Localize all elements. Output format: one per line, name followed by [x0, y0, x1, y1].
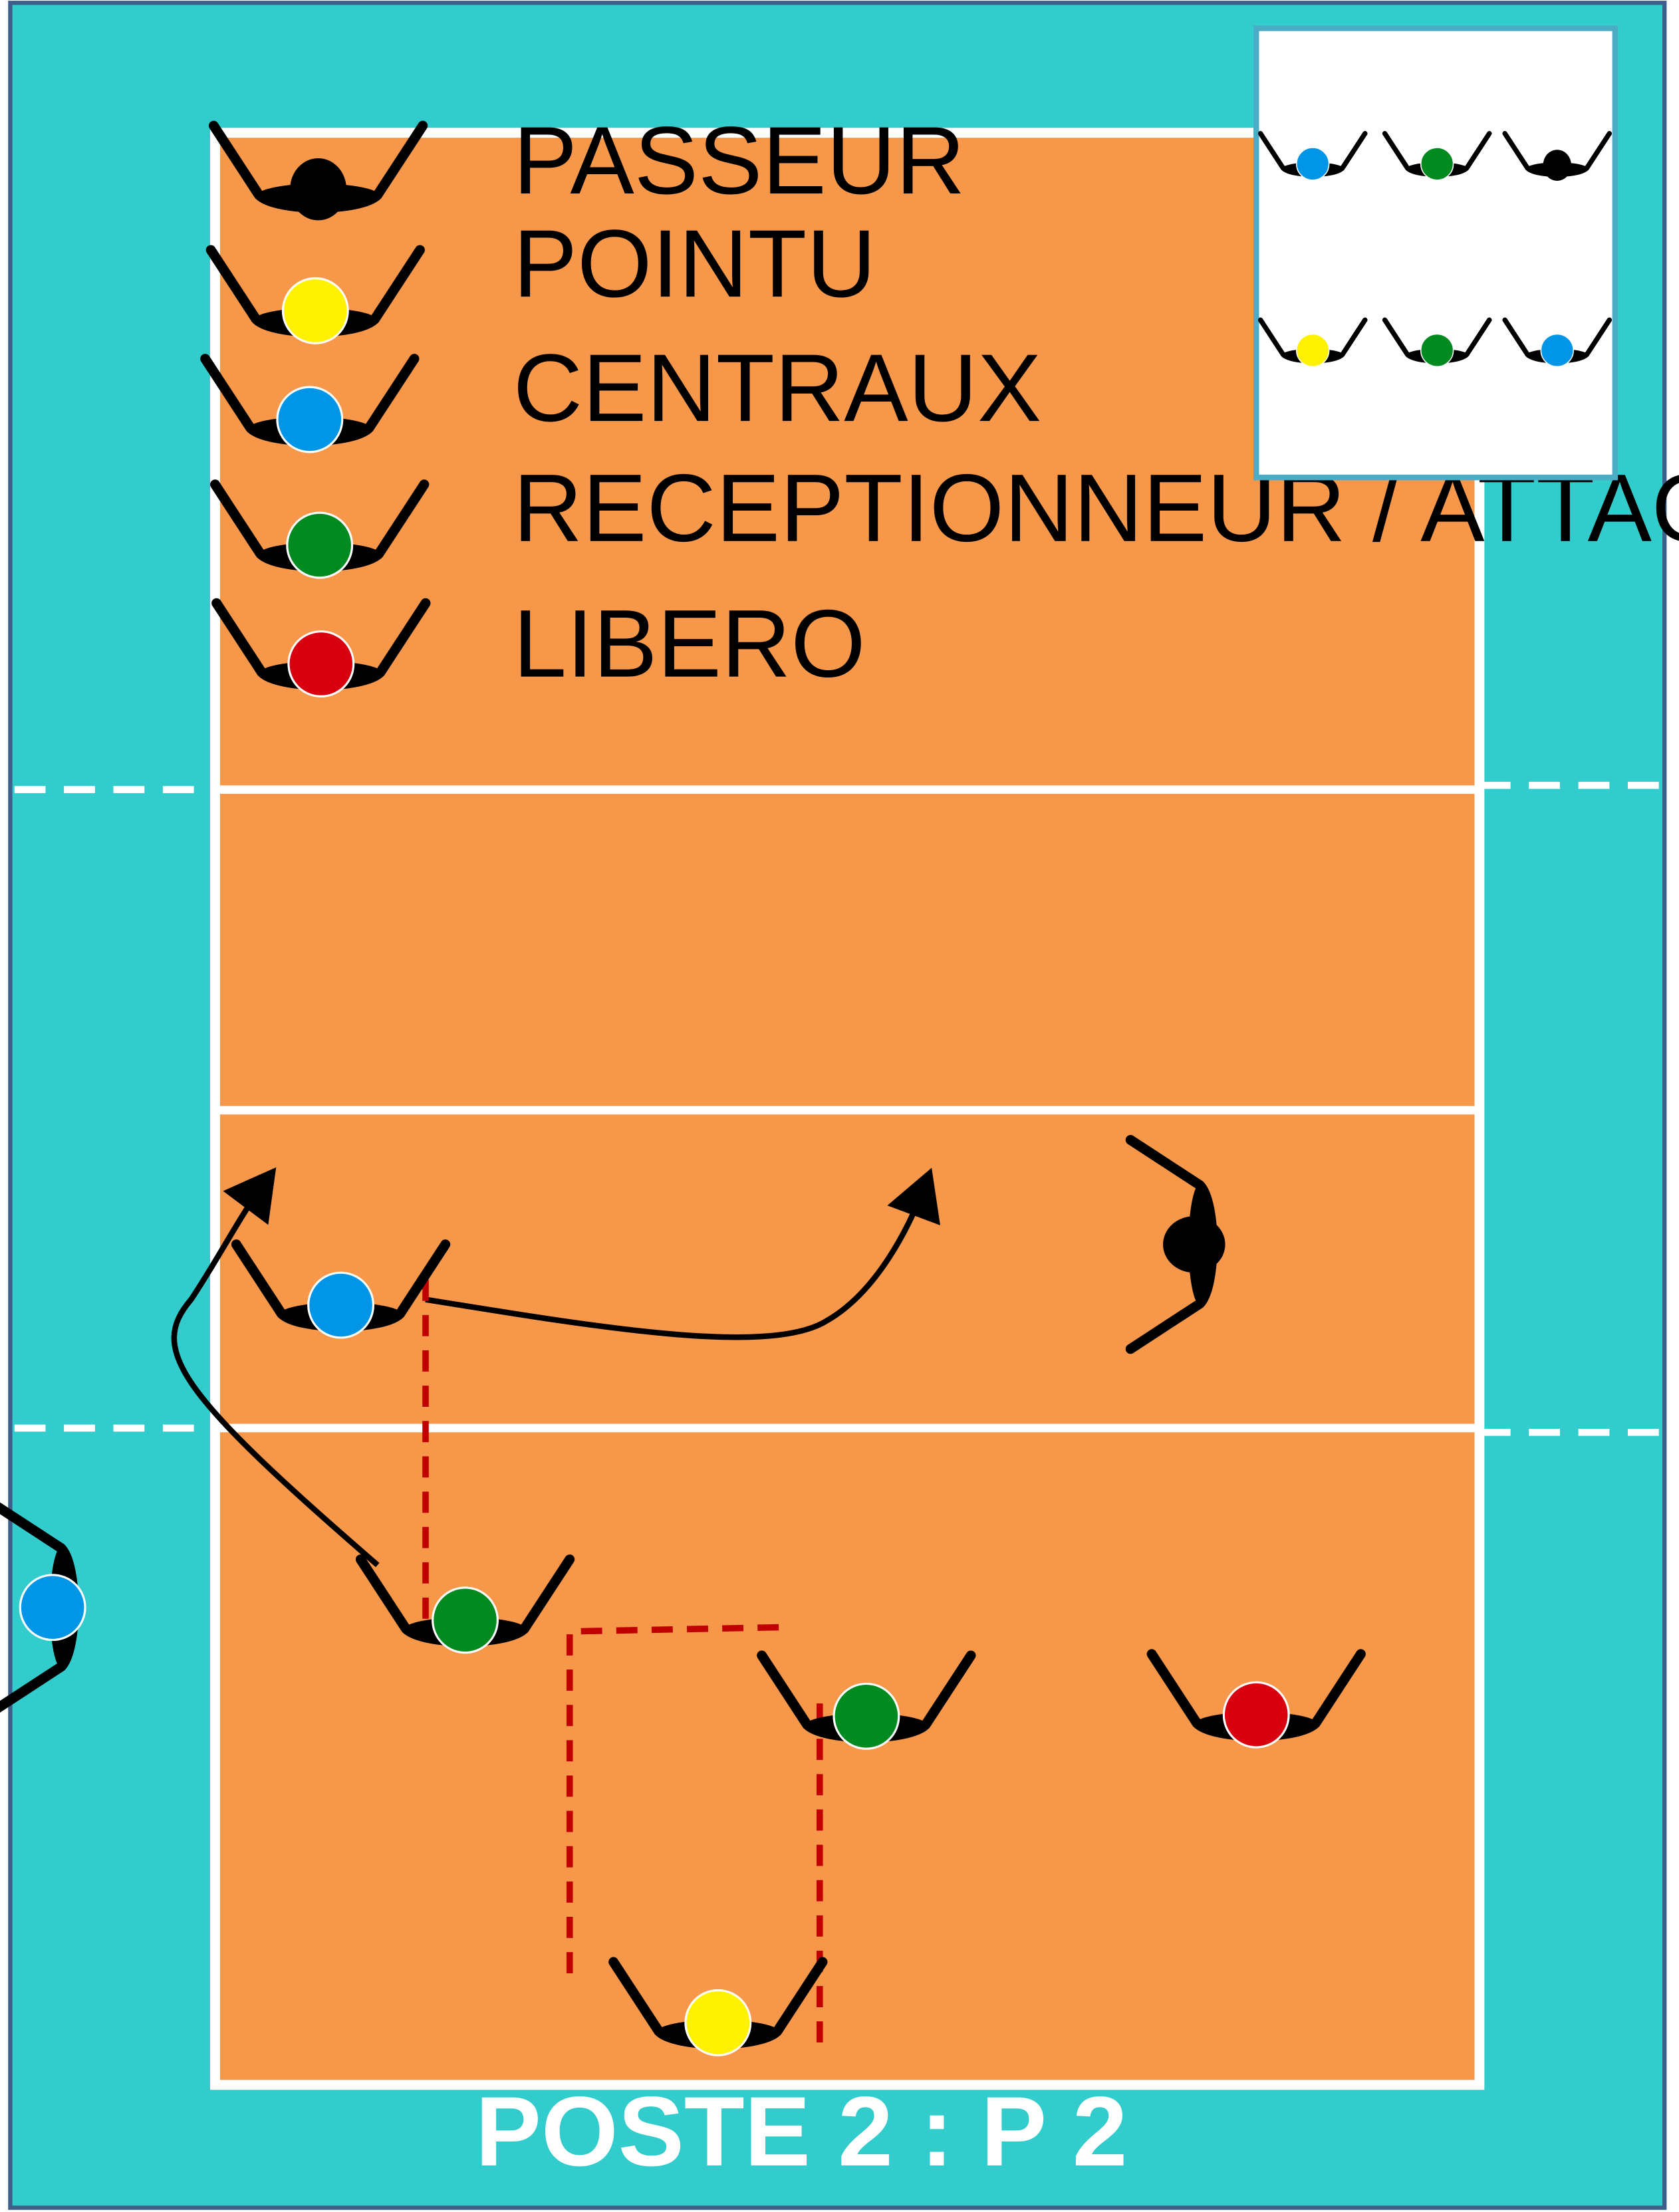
inset-back-row-centraux-icon — [1502, 317, 1613, 368]
player-head — [1163, 1216, 1226, 1273]
footer-label: POSTE 2 : P 2 — [475, 2076, 1128, 2187]
legend-item-libero: LIBERO — [211, 590, 866, 697]
legend-item-centraux: CENTRAUX — [200, 334, 1042, 453]
player-head — [1543, 150, 1572, 181]
inset-back-row-pointu-icon — [1257, 317, 1368, 368]
movement-arrow-back-left-to-front — [171, 1167, 380, 1568]
legend-pointu-player-icon — [205, 245, 425, 344]
legend-centraux-player-icon — [200, 354, 420, 453]
legend-label-libero: LIBERO — [513, 590, 866, 697]
player-head — [432, 1586, 499, 1654]
legend-item-pointu: POINTU — [205, 209, 876, 344]
court-player-libero-6 — [1146, 1649, 1366, 1749]
player-head — [684, 1989, 752, 2056]
legend-passeur-player-icon — [208, 120, 428, 221]
player-head — [281, 277, 349, 344]
court-player-pointu-7 — [608, 1957, 828, 2056]
player-head — [307, 1271, 375, 1339]
player-head — [1420, 333, 1454, 368]
court-player-centraux-3 — [0, 1498, 86, 1717]
inset-front-row-passeur-icon — [1502, 131, 1613, 181]
inset-front-row-centraux-icon — [1257, 131, 1368, 181]
rotation-inset — [1253, 25, 1618, 481]
legend-item-passeur: PASSEUR — [208, 106, 966, 221]
legend-label-pointu: POINTU — [513, 209, 876, 317]
court-players — [0, 1135, 1366, 2056]
player-head — [1222, 1681, 1290, 1749]
inset-front-row-receptionneur_attaquant-icon — [1382, 131, 1492, 181]
inset-back-row-receptionneur_attaquant-icon — [1382, 317, 1492, 368]
court-player-receptionneur_attaquant-5 — [757, 1650, 976, 1750]
player-head — [287, 630, 355, 697]
player-head — [1420, 147, 1454, 181]
court-player-receptionneur_attaquant-4 — [355, 1554, 575, 1654]
legend-label-centraux: CENTRAUX — [513, 334, 1042, 441]
player-head — [286, 511, 354, 579]
player-head — [1295, 147, 1330, 181]
legend-receptionneur_attaquant-player-icon — [210, 479, 430, 579]
player-head — [19, 1574, 86, 1642]
court-player-passeur-2 — [1125, 1135, 1226, 1354]
legend-label-passeur: PASSEUR — [513, 106, 966, 214]
movement-arrow-front-left-across — [425, 1167, 940, 1340]
legend-libero-player-icon — [211, 598, 431, 697]
coverage-line-middle — [566, 1624, 782, 1973]
player-head — [1540, 333, 1574, 368]
player-head — [290, 158, 347, 221]
court-player-centraux-1 — [231, 1239, 451, 1339]
player-head — [276, 386, 344, 453]
inset-players — [1257, 131, 1613, 368]
player-head — [833, 1682, 900, 1750]
player-head — [1295, 333, 1330, 368]
